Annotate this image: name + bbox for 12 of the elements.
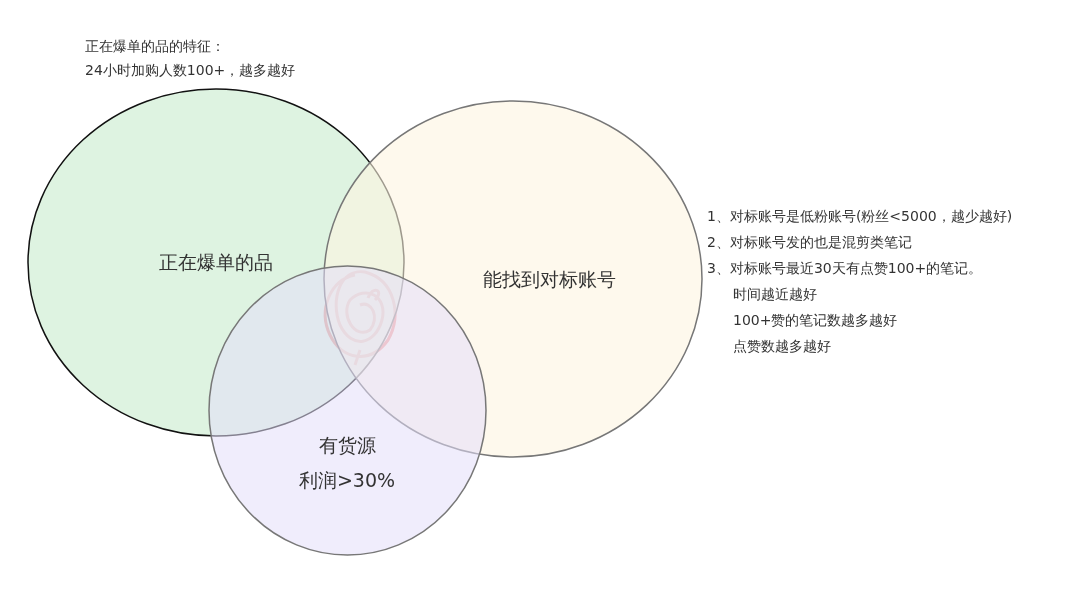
criteria-text: 100+赞的笔记数越多越好	[733, 312, 898, 330]
criteria-text: 点赞数越多越好	[733, 338, 831, 356]
criteria-text: 1、对标账号是低粉账号(粉丝<5000，越少越好)	[707, 208, 1013, 226]
circle-label: 能找到对标账号	[482, 267, 616, 292]
criteria-text: 时间越近越好	[733, 286, 817, 304]
note-text: 24小时加购人数100+，越多越好	[85, 62, 296, 80]
circle-label: 利润>30%	[298, 468, 396, 493]
criteria-text: 2、对标账号发的也是混剪类笔记	[707, 234, 912, 252]
note-text: 正在爆单的品的特征：	[85, 38, 225, 56]
circle-label: 正在爆单的品	[159, 250, 273, 275]
criteria-text: 3、对标账号最近30天有点赞100+的笔记。	[707, 260, 983, 278]
circle-label: 有货源	[318, 433, 376, 458]
